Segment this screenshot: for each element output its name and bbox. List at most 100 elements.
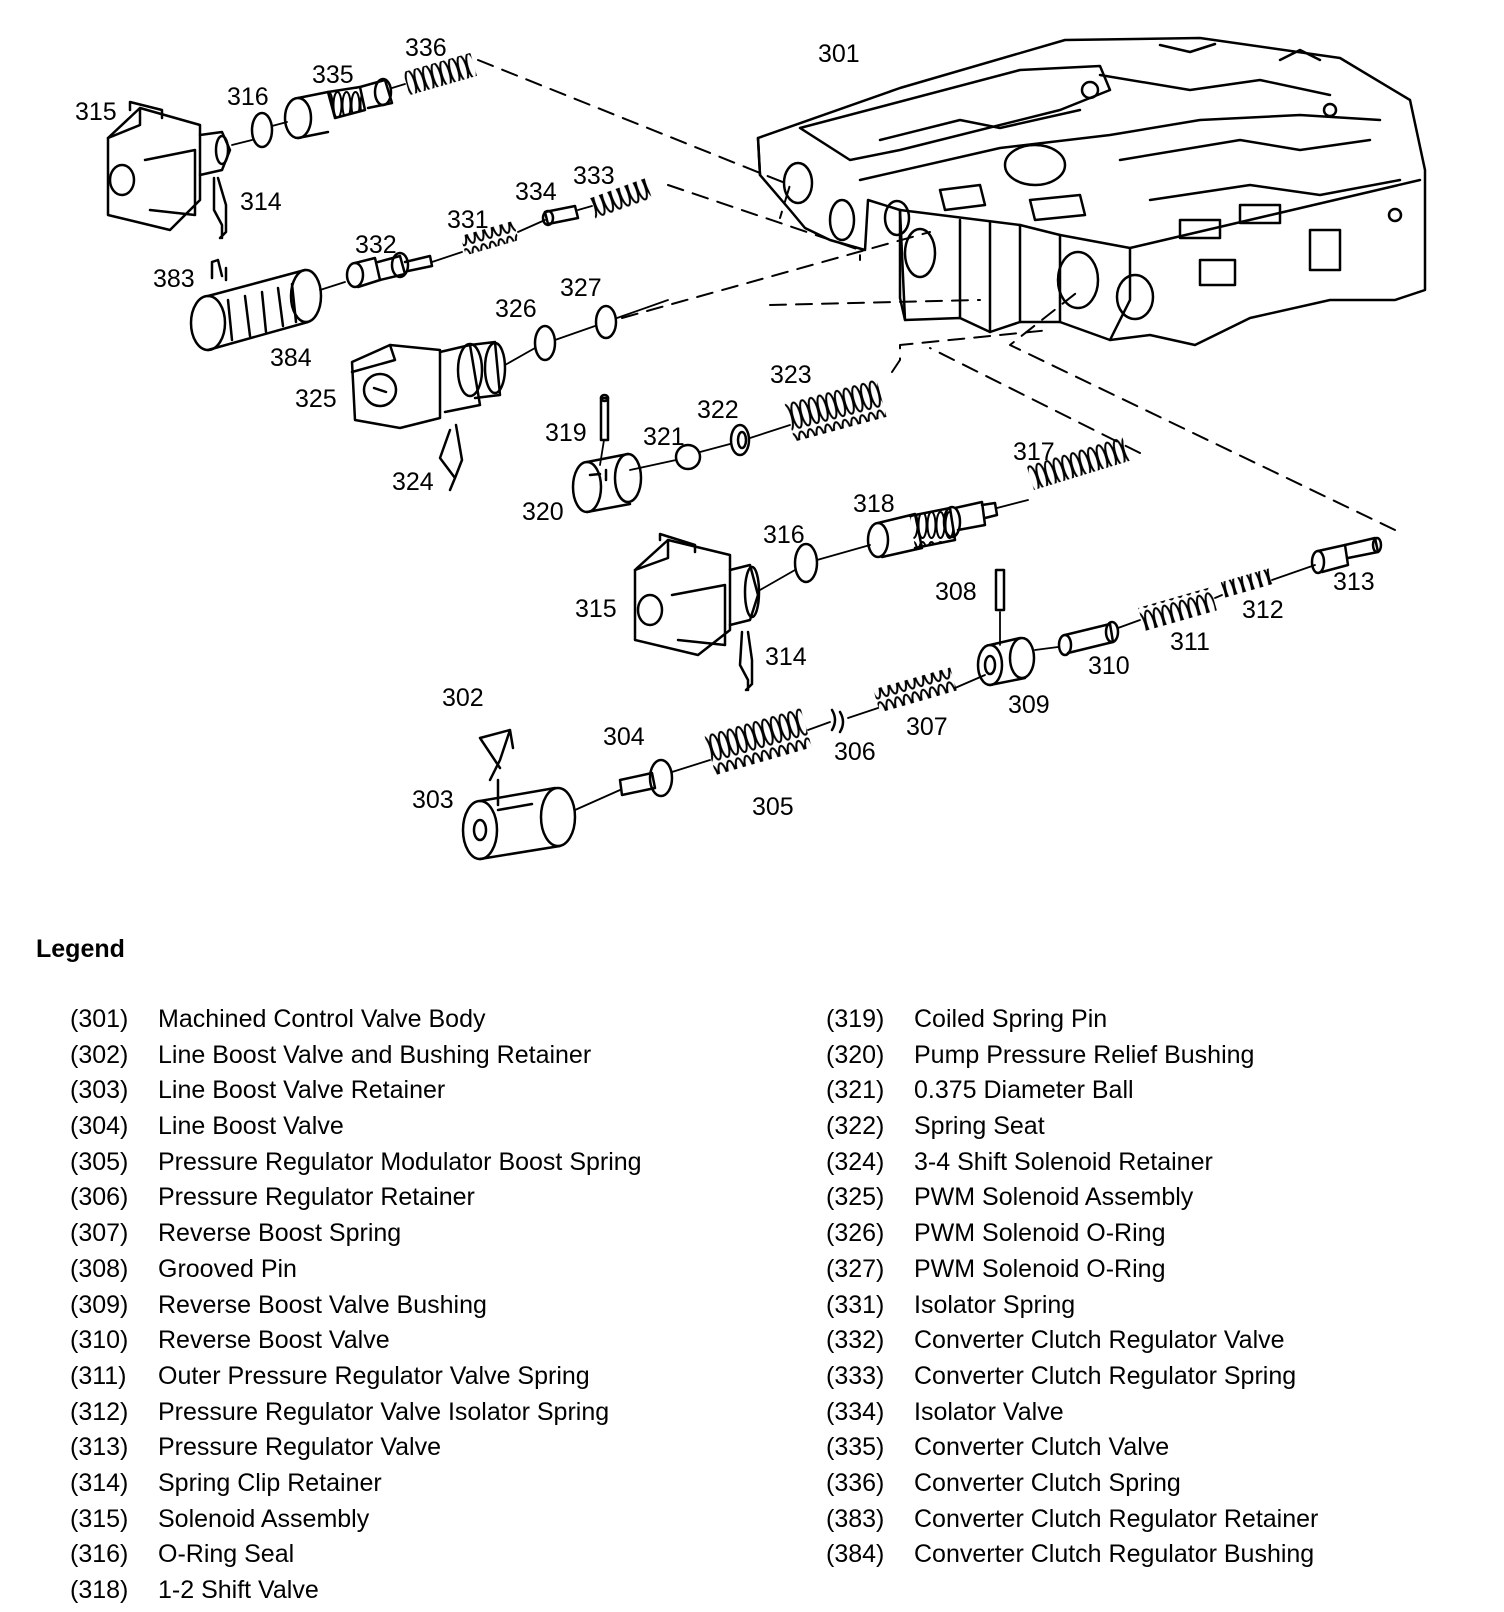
legend-item-number: (318) [70, 1576, 129, 1604]
legend-item-text: Converter Clutch Regulator Retainer [914, 1504, 1319, 1533]
callout-314-bottom: 314 [765, 643, 807, 671]
spring-323 [784, 378, 887, 442]
legend-item: (327)PWM Solenoid O-Ring [826, 1255, 1318, 1291]
line-boost-valve-retainer [461, 778, 577, 861]
legend-title: Legend [36, 935, 125, 963]
diameter-ball [674, 443, 702, 471]
legend-item-number: (334) [826, 1397, 885, 1426]
pressure-regulator-modulator-boost-spring [704, 707, 812, 775]
legend-item-number: (320) [826, 1040, 885, 1069]
legend-item: (301)Machined Control Valve Body [70, 1005, 642, 1041]
legend-item-text: Spring Clip Retainer [158, 1468, 382, 1497]
callout-305: 305 [752, 793, 794, 821]
pressure-regulator-valve [1310, 536, 1383, 575]
shift-solenoid-retainer [438, 423, 464, 492]
legend-column-right: (319)Coiled Spring Pin(320)Pump Pressure… [826, 1005, 1318, 1576]
callout-321: 321 [643, 423, 685, 451]
callout-320: 320 [522, 498, 564, 526]
pump-pressure-relief-bushing [571, 452, 643, 514]
legend-item-text: Line Boost Valve [158, 1112, 344, 1141]
legend-item-text: Isolator Spring [914, 1290, 1076, 1319]
legend-item-text: Pressure Regulator Modulator Boost Sprin… [158, 1147, 642, 1176]
outer-pressure-regulator-valve-spring [1138, 587, 1217, 632]
legend-item-text: Reverse Boost Spring [158, 1219, 402, 1248]
legend-item: (324) 3-4 Shift Solenoid Retainer [826, 1148, 1318, 1184]
legend-item: (313)Pressure Regulator Valve [70, 1433, 642, 1469]
callout-301: 301 [818, 40, 860, 68]
callout-326: 326 [495, 295, 537, 323]
pressure-regulator-valve-isolator-spring [1220, 568, 1274, 598]
legend-item-text: Line Boost Valve and Bushing Retainer [158, 1040, 592, 1069]
legend-item: (307) Reverse Boost Spring [70, 1219, 642, 1255]
legend-item-number: (313) [70, 1433, 129, 1462]
legend-item-number: (384) [826, 1540, 885, 1569]
legend-item: (331) Isolator Spring [826, 1291, 1318, 1327]
legend-item: (319)Coiled Spring Pin [826, 1005, 1318, 1041]
callout-312: 312 [1242, 596, 1284, 624]
exploded-valve-body-diagram: 301 302 303 304 305 306 307 308 309 310 … [75, 34, 1427, 861]
legend-item-number: (383) [826, 1504, 885, 1533]
legend-item: (312)Pressure Regulator Valve Isolator S… [70, 1398, 642, 1434]
callout-303: 303 [412, 786, 454, 814]
legend-item-number: (311) [70, 1361, 127, 1390]
legend-item-number: (314) [70, 1468, 129, 1497]
callout-304: 304 [603, 723, 645, 751]
legend-item: (304) Line Boost Valve [70, 1112, 642, 1148]
solenoid-assembly-top [106, 100, 232, 232]
spring-seat [729, 423, 751, 457]
legend-item: (384) Converter Clutch Regulator Bushing [826, 1540, 1318, 1576]
coiled-spring-pin [599, 393, 610, 442]
callout-335: 335 [312, 61, 354, 89]
callout-323: 323 [770, 361, 812, 389]
legend-item-number: (324) [826, 1147, 885, 1176]
callout-334: 334 [515, 178, 557, 206]
legend-item-text: Reverse Boost Valve [158, 1326, 390, 1355]
callout-318: 318 [853, 490, 895, 518]
legend-item-number: (304) [70, 1112, 129, 1141]
legend-item: (325)PWM Solenoid Assembly [826, 1183, 1318, 1219]
solenoid-assembly-bottom [633, 532, 761, 657]
legend-item: (303)Line Boost Valve Retainer [70, 1076, 642, 1112]
legend-item-number: (331) [826, 1290, 885, 1319]
legend-item: (315)Solenoid Assembly [70, 1505, 642, 1541]
legend-item: (383) Converter Clutch Regulator Retainer [826, 1505, 1318, 1541]
legend-item-number: (306) [70, 1183, 129, 1212]
callout-308: 308 [935, 578, 977, 606]
callout-324: 324 [392, 468, 434, 496]
callout-311: 311 [1170, 628, 1210, 656]
legend-item-number: (307) [70, 1219, 129, 1248]
legend-item-text: 3-4 Shift Solenoid Retainer [914, 1147, 1213, 1176]
legend-item-text: Line Boost Valve Retainer [158, 1076, 446, 1105]
legend-item-text: Converter Clutch Spring [914, 1468, 1181, 1497]
callout-317: 317 [1013, 438, 1055, 466]
line-boost-valve-and-bushing-retainer [478, 728, 515, 782]
legend: Legend (301)Machined Control Valve Body (… [0, 935, 1504, 1604]
reverse-boost-valve [1057, 620, 1120, 657]
legend-item-text: Converter Clutch Regulator Bushing [914, 1540, 1315, 1569]
callout-306: 306 [834, 738, 876, 766]
machined-control-valve-body [756, 36, 1427, 347]
legend-item: (333)Converter Clutch Regulator Spring [826, 1362, 1318, 1398]
callout-333: 333 [573, 162, 615, 190]
legend-item-number: (332) [826, 1326, 885, 1355]
legend-item: (316)O-Ring Seal [70, 1540, 642, 1576]
legend-item-text: Spring Seat [914, 1112, 1045, 1141]
legend-item-number: (310) [70, 1326, 129, 1355]
pwm-solenoid-assembly [350, 340, 507, 430]
o-ring-seal-bottom [793, 542, 819, 584]
legend-item-number: (326) [826, 1219, 885, 1248]
legend-item-text: Converter Clutch Regulator Valve [914, 1326, 1285, 1355]
legend-item-number: (336) [826, 1468, 885, 1497]
callout-322: 322 [697, 396, 739, 424]
grooved-pin [994, 568, 1006, 612]
legend-item-number: (333) [826, 1361, 885, 1390]
legend-item: (335)Converter Clutch Valve [826, 1433, 1318, 1469]
legend-item-text: Converter Clutch Valve [914, 1433, 1170, 1462]
shift-valve-1-2 [866, 500, 999, 559]
legend-item-text: O-Ring Seal [158, 1540, 295, 1569]
legend-item-text: PWM Solenoid O-Ring [914, 1219, 1166, 1248]
isolator-valve [541, 204, 580, 227]
callout-315-top: 315 [75, 98, 117, 126]
legend-item-text: Reverse Boost Valve Bushing [158, 1290, 487, 1319]
pwm-solenoid-o-ring-327 [594, 304, 618, 340]
